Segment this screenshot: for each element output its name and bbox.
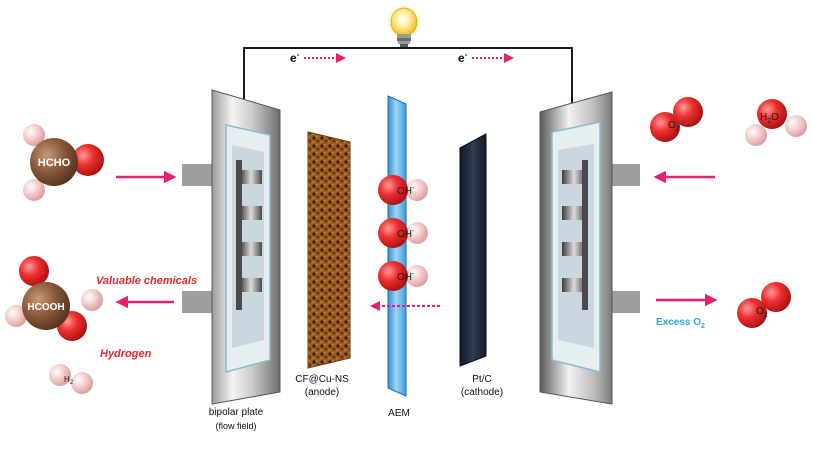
electron-label-left: e bbox=[290, 51, 297, 65]
right-inlet-port bbox=[610, 164, 640, 186]
hcho-label: HCHO bbox=[38, 157, 71, 169]
svg-text:OH-: OH- bbox=[397, 271, 415, 283]
lightbulb-icon bbox=[388, 6, 420, 47]
svg-text:e-: e- bbox=[458, 50, 468, 65]
svg-text:H2: H2 bbox=[64, 375, 74, 386]
svg-text:O2: O2 bbox=[756, 306, 768, 319]
svg-text:O2: O2 bbox=[668, 120, 680, 133]
circuit-wire bbox=[243, 47, 573, 108]
excess-o2-label: Excess O2 bbox=[656, 317, 705, 330]
svg-text:OH-: OH- bbox=[397, 228, 415, 240]
svg-text:e-: e- bbox=[290, 50, 300, 65]
o2-molecule-input: O2 bbox=[650, 97, 703, 142]
anode-name-label: CF@Cu-NS bbox=[295, 374, 349, 385]
o2-molecule-output: O2 bbox=[737, 282, 791, 328]
left-outlet-port bbox=[182, 291, 212, 313]
hcooh-label: HCOOH bbox=[27, 302, 64, 313]
electron-label-right: e bbox=[458, 51, 465, 65]
cathode-role-label: (cathode) bbox=[461, 387, 503, 398]
left-bipolar-plate bbox=[211, 89, 281, 405]
left-inlet-port bbox=[182, 164, 212, 186]
hydroxide-ion-2: OH- bbox=[378, 218, 428, 248]
hydroxide-ion-1: OH- bbox=[378, 175, 428, 205]
h2-molecule: H2 bbox=[49, 364, 93, 394]
aem-label: AEM bbox=[388, 408, 410, 419]
hcho-molecule: HCHO bbox=[23, 124, 104, 201]
hydroxide-ion-3: OH- bbox=[378, 261, 428, 291]
right-bipolar-plate bbox=[539, 91, 613, 405]
anode-role-label: (anode) bbox=[305, 387, 339, 398]
cathode-name-label: Pt/C bbox=[472, 374, 491, 385]
cathode-pt-c bbox=[459, 133, 487, 367]
electron-flow-left: e- bbox=[290, 50, 346, 65]
anode-cf-cu-ns bbox=[307, 131, 351, 369]
bipolar-plate-label: bipolar plate bbox=[209, 407, 264, 418]
electron-flow-right: e- bbox=[458, 50, 514, 65]
left-flow-channels bbox=[236, 160, 262, 310]
hcooh-molecule: HCOOH bbox=[5, 256, 103, 341]
right-flow-channels bbox=[562, 160, 588, 310]
hydrogen-label: Hydrogen bbox=[100, 348, 152, 360]
right-outlet-port bbox=[610, 291, 640, 313]
svg-text:H2O: H2O bbox=[760, 112, 779, 125]
flow-field-label: (flow field) bbox=[215, 421, 256, 431]
svg-text:OH-: OH- bbox=[397, 185, 415, 197]
h2o-molecule: H2O bbox=[745, 99, 807, 146]
valuable-chemicals-label: Valuable chemicals bbox=[96, 275, 197, 287]
